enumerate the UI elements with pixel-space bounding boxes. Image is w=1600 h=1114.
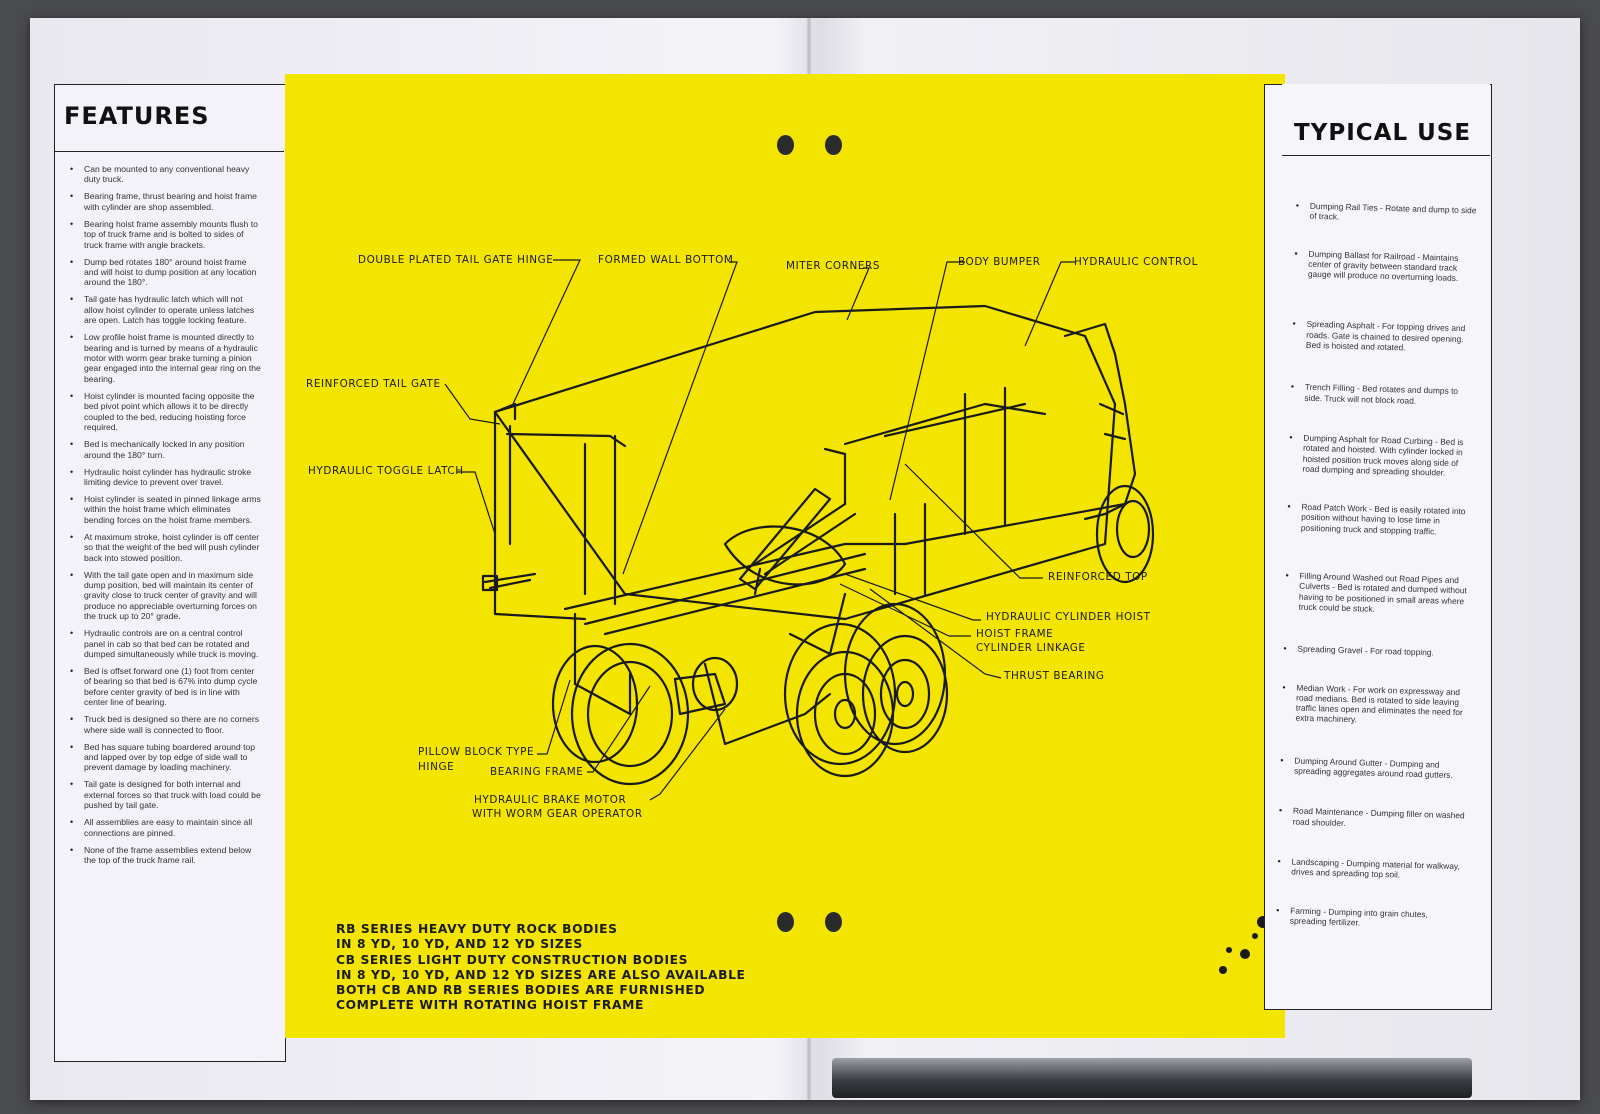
list-item: All assemblies are easy to maintain sinc…: [62, 817, 262, 838]
binder-hole: [825, 135, 842, 155]
list-item: Truck bed is designed so there are no co…: [62, 714, 262, 735]
features-title: FEATURES: [64, 102, 210, 130]
list-item: Dump bed rotates 180° around hoist frame…: [62, 257, 262, 288]
binder-hole: [777, 135, 794, 155]
label-reinforced-tail-gate: REINFORCED TAIL GATE: [306, 378, 441, 390]
list-item: Hydraulic hoist cylinder has hydraulic s…: [62, 467, 262, 488]
list-item: Dumping Ballast for Railroad - Maintains…: [1280, 248, 1481, 284]
series-line: BOTH CB AND RB SERIES BODIES ARE FURNISH…: [336, 983, 706, 998]
label-reinforced-top: REINFORCED TOP: [1048, 571, 1148, 583]
list-item: Bed is mechanically locked in any positi…: [62, 439, 262, 460]
list-item: Spreading Asphalt - For topping drives a…: [1278, 318, 1479, 354]
label-hydraulic-control: HYDRAULIC CONTROL: [1074, 256, 1199, 268]
list-item: Hydraulic controls are on a central cont…: [62, 628, 262, 659]
diagram-panel: [285, 74, 1285, 1038]
label-worm-gear-operator: WITH WORM GEAR OPERATOR: [472, 808, 643, 820]
label-hydraulic-cylinder-hoist: HYDRAULIC CYLINDER HOIST: [986, 611, 1151, 623]
list-item: Hoist cylinder is mounted facing opposit…: [62, 391, 262, 433]
list-item: Road Patch Work - Bed is easily rotated …: [1273, 501, 1474, 537]
series-line: IN 8 YD, 10 YD, AND 12 YD SIZES ARE ALSO…: [336, 967, 746, 982]
list-item: Median Work - For work on expressway and…: [1267, 681, 1468, 728]
series-description: RB SERIES HEAVY DUTY ROCK BODIES IN 8 YD…: [336, 922, 746, 1014]
typical-use-header: TYPICAL USE: [1282, 84, 1490, 156]
label-double-plated-tail-gate-hinge: DOUBLE PLATED TAIL GATE HINGE: [358, 254, 554, 266]
list-item: Bed is offset forward one (1) foot from …: [62, 666, 262, 708]
label-hinge: HINGE: [418, 761, 455, 773]
list-item: At maximum stroke, hoist cylinder is off…: [62, 532, 262, 563]
label-body-bumper: BODY BUMPER: [958, 256, 1041, 268]
dump-truck-drawing: [444, 259, 1269, 974]
series-line: IN 8 YD, 10 YD, AND 12 YD SIZES: [336, 937, 583, 952]
list-item: With the tail gate open and in maximum s…: [62, 570, 262, 622]
list-item: Bearing hoist frame assembly mounts flus…: [62, 219, 262, 250]
typical-use-title: TYPICAL USE: [1294, 120, 1472, 146]
list-item: Dumping Asphalt for Road Curbing - Bed i…: [1274, 432, 1475, 479]
label-thrust-bearing: THRUST BEARING: [1004, 670, 1105, 682]
label-miter-corners: MITER CORNERS: [786, 260, 881, 272]
binder-hole: [777, 912, 794, 932]
label-bearing-frame: BEARING FRAME: [490, 766, 584, 778]
list-item: Filling Around Washed out Road Pipes and…: [1271, 570, 1472, 617]
list-item: None of the frame assemblies extend belo…: [62, 845, 262, 866]
features-list: Can be mounted to any conventional heavy…: [62, 164, 262, 872]
features-header: FEATURES: [54, 84, 284, 152]
list-item: Trench Filling - Bed rotates and dumps t…: [1276, 381, 1476, 407]
typical-use-panel: [1264, 84, 1492, 1010]
list-item: Landscaping - Dumping material for walkw…: [1263, 856, 1463, 882]
list-item: Tail gate is designed for both internal …: [62, 779, 262, 810]
list-item: Can be mounted to any conventional heavy…: [62, 164, 262, 185]
label-hydraulic-brake-motor: HYDRAULIC BRAKE MOTOR: [474, 794, 627, 806]
label-formed-wall-bottom: FORMED WALL BOTTOM: [598, 254, 734, 266]
list-item: Low profile hoist frame is mounted direc…: [62, 332, 262, 384]
list-item: Road Maintenance - Dumping filler on was…: [1265, 805, 1465, 831]
list-item: Spreading Gravel - For road topping.: [1269, 643, 1469, 659]
label-hoist-frame: HOIST FRAME: [976, 628, 1054, 640]
series-line: CB SERIES LIGHT DUTY CONSTRUCTION BODIES: [336, 952, 689, 967]
label-pillow-block-type: PILLOW BLOCK TYPE: [418, 746, 535, 758]
list-item: Tail gate has hydraulic latch which will…: [62, 294, 262, 325]
label-hydraulic-toggle-latch: HYDRAULIC TOGGLE LATCH: [308, 465, 464, 477]
series-line: COMPLETE WITH ROTATING HOIST FRAME: [336, 998, 644, 1013]
binder-hole: [825, 912, 842, 932]
list-item: Dumping Around Gutter - Dumping and spre…: [1266, 755, 1466, 781]
label-cylinder-linkage: CYLINDER LINKAGE: [976, 642, 1086, 654]
series-line: RB SERIES HEAVY DUTY ROCK BODIES: [336, 922, 618, 936]
list-item: Bearing frame, thrust bearing and hoist …: [62, 191, 262, 212]
pen: [832, 1058, 1472, 1098]
list-item: Dumping Rail Ties - Rotate and dump to s…: [1281, 200, 1481, 226]
list-item: Bed has square tubing boardered around t…: [62, 742, 262, 773]
typical-use-list: Dumping Rail Ties - Rotate and dump to s…: [1262, 200, 1482, 930]
list-item: Hoist cylinder is seated in pinned linka…: [62, 494, 262, 525]
